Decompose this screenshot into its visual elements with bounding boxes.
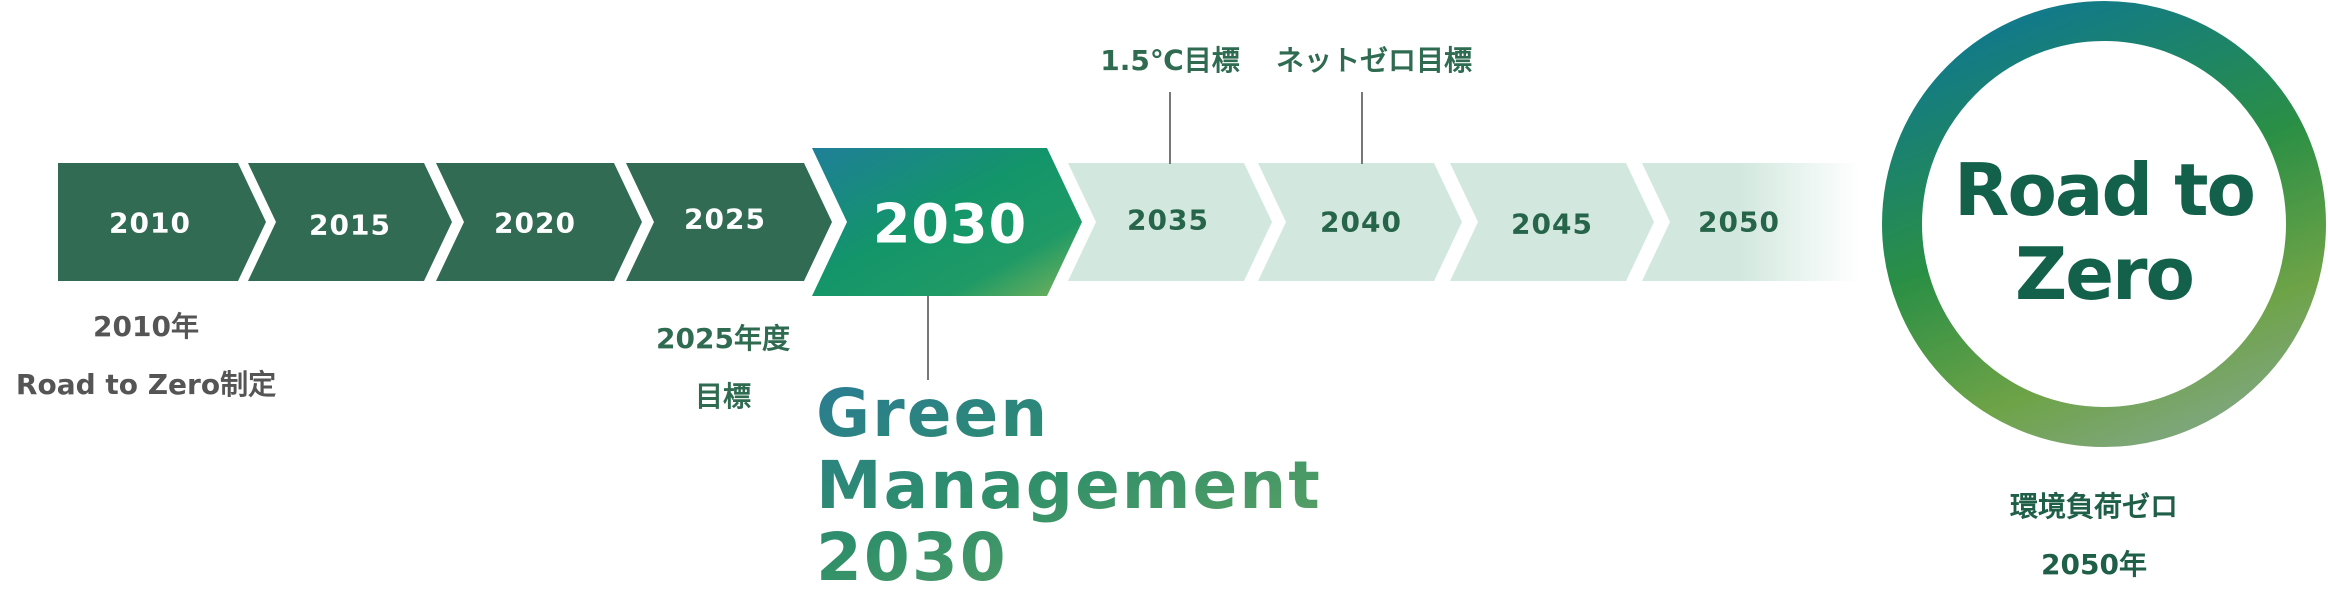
milestone-2010-line2: Road to Zero制定 bbox=[15, 368, 277, 401]
road-to-zero-title: Road to Zero bbox=[1954, 148, 2256, 316]
year-2045: 2045 bbox=[1511, 207, 1593, 241]
road-title-line1: Road to bbox=[1954, 148, 2256, 232]
chevron-2050 bbox=[1642, 163, 1860, 281]
connector-2030 bbox=[927, 296, 929, 380]
connector-2040 bbox=[1361, 92, 1363, 164]
milestone-2025-line2: 目標 bbox=[694, 380, 751, 413]
year-2015: 2015 bbox=[309, 208, 391, 242]
year-2010: 2010 bbox=[109, 206, 191, 240]
chevron-2035 bbox=[1068, 163, 1272, 281]
year-2020: 2020 bbox=[494, 206, 576, 240]
goal-caption-line2: 2050年 bbox=[2041, 548, 2147, 581]
goal-caption-line1: 環境負荷ゼロ bbox=[2009, 490, 2179, 523]
chevron-2025 bbox=[626, 163, 832, 281]
milestone-2025-line1: 2025年度 bbox=[656, 322, 790, 355]
chevron-2010 bbox=[58, 163, 266, 281]
year-2025: 2025 bbox=[684, 202, 766, 236]
milestone-2035: 1.5℃目標 bbox=[1100, 44, 1240, 77]
road-title-line2: Zero bbox=[2014, 232, 2195, 316]
chevron-2040 bbox=[1258, 163, 1462, 281]
chevron-2030 bbox=[812, 148, 1082, 296]
gm-line2: Management bbox=[816, 447, 1322, 524]
chevron-2045 bbox=[1450, 163, 1654, 281]
year-2040: 2040 bbox=[1320, 205, 1402, 239]
year-2035: 2035 bbox=[1127, 203, 1209, 237]
green-management-title: Green Management 2030 bbox=[816, 378, 1322, 594]
year-2050: 2050 bbox=[1698, 205, 1780, 239]
chevron-2015 bbox=[248, 163, 452, 281]
gm-line3: 2030 bbox=[816, 519, 1008, 596]
chevron-2020 bbox=[436, 163, 642, 281]
year-2030: 2030 bbox=[872, 192, 1028, 256]
connector-2035 bbox=[1169, 92, 1171, 164]
gm-line1: Green bbox=[816, 375, 1050, 452]
milestone-2010-line1: 2010年 bbox=[93, 310, 199, 343]
milestone-2040: ネットゼロ目標 bbox=[1275, 44, 1473, 77]
road-to-zero-ring bbox=[1882, 1, 2326, 447]
goal-caption: 環境負荷ゼロ 2050年 bbox=[2010, 478, 2178, 594]
milestone-2025: 2025年度 目標 bbox=[656, 310, 790, 426]
milestone-2010: 2010年 Road to Zero制定 bbox=[16, 298, 276, 414]
